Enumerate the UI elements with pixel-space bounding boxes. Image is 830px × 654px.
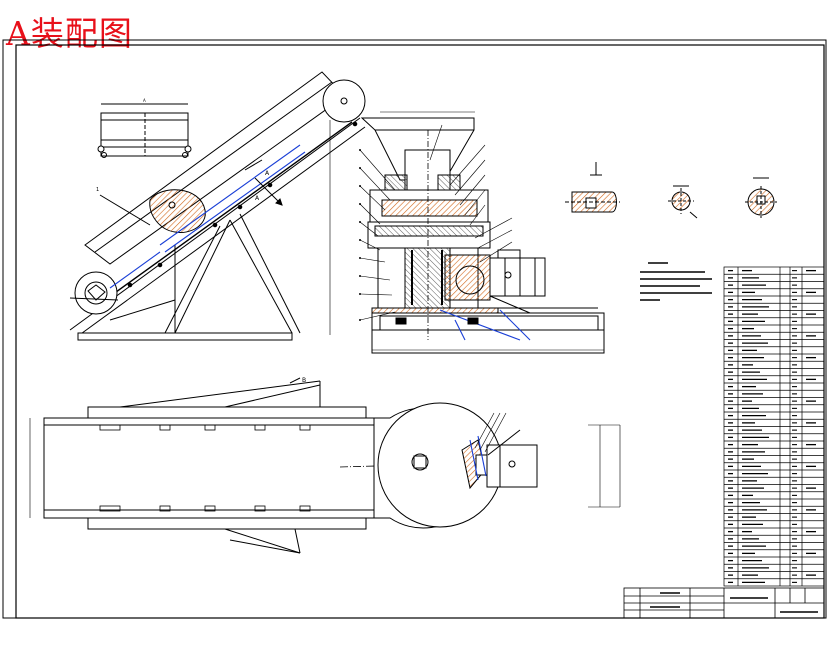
section-detail-c [745, 177, 777, 218]
plan-drive-motor [486, 444, 538, 488]
drawing-title: A装配图 [6, 14, 133, 53]
svg-text:B: B [302, 377, 306, 384]
technical-requirements-notes [640, 262, 712, 301]
plan-view: B [29, 377, 621, 554]
drive-motor [489, 257, 546, 297]
pellet-mill-elevation [329, 111, 605, 354]
head-pulley [322, 79, 366, 123]
section-detail-a [565, 162, 620, 213]
section-detail-b [668, 185, 698, 219]
svg-text:A: A [265, 170, 270, 177]
belt-section-detail: A [97, 98, 192, 158]
tail-pulley [74, 271, 118, 315]
machine-base [371, 312, 605, 354]
svg-text:A: A [143, 98, 146, 103]
title-block [623, 587, 825, 619]
svg-text:1: 1 [96, 187, 99, 193]
svg-text:A: A [255, 195, 260, 202]
parts-list-table [723, 266, 825, 587]
inclined-conveyor-side-view: A A 1 [69, 71, 366, 341]
